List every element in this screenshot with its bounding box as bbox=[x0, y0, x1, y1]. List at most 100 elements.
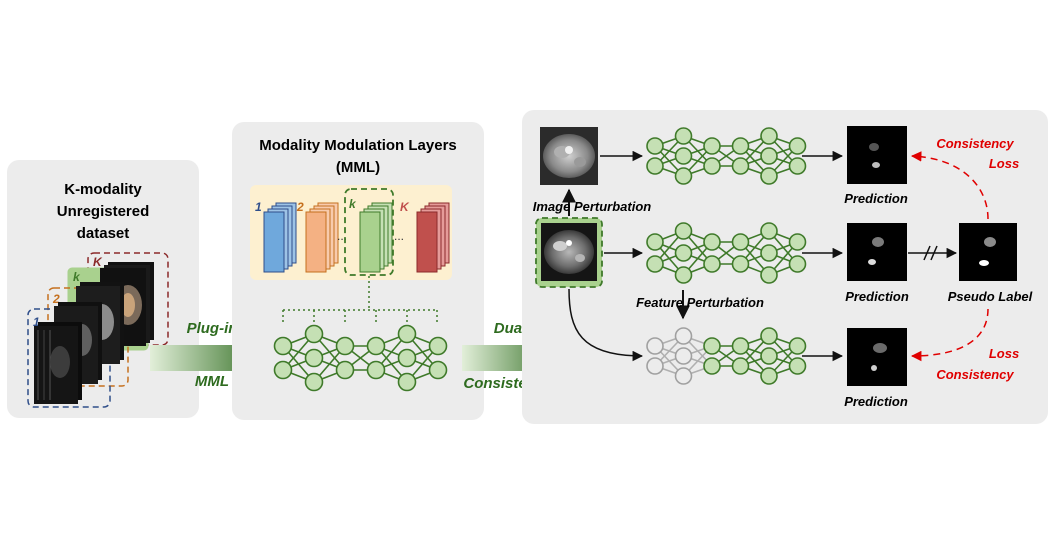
network-node bbox=[703, 233, 721, 251]
network-node bbox=[273, 360, 293, 380]
network-node bbox=[788, 337, 807, 355]
network-node bbox=[703, 255, 721, 273]
network-node bbox=[674, 347, 693, 365]
network-node bbox=[760, 347, 778, 365]
mml-block-K: K bbox=[400, 200, 450, 273]
mml-block-2-label: 2 bbox=[296, 200, 304, 214]
network-node bbox=[760, 244, 778, 262]
network-node bbox=[674, 367, 693, 385]
network-node bbox=[760, 367, 778, 385]
mml-block-1: 1 bbox=[255, 200, 297, 273]
network-node bbox=[731, 337, 750, 355]
network-node bbox=[703, 137, 721, 155]
network-node bbox=[674, 127, 693, 145]
network-node bbox=[335, 360, 355, 380]
network-node bbox=[366, 336, 386, 356]
mml-title-line2: (MML) bbox=[336, 159, 380, 176]
dataset-panel: K-modality Unregistered dataset K k 2 1 bbox=[7, 160, 199, 418]
network-node bbox=[674, 266, 693, 284]
network-node bbox=[703, 157, 721, 175]
mml-block-area bbox=[250, 185, 452, 280]
mml-block-k-label: k bbox=[349, 197, 357, 211]
network-node bbox=[646, 137, 664, 155]
network-node bbox=[760, 167, 778, 185]
network-node bbox=[788, 233, 807, 251]
stack-1-label: 1 bbox=[33, 315, 40, 329]
network-image-branch bbox=[646, 127, 807, 185]
network-node bbox=[304, 324, 324, 344]
stack-2-label: 2 bbox=[52, 292, 60, 306]
mml-block-k-selection bbox=[344, 188, 394, 276]
prediction-mid-label: Prediction bbox=[845, 289, 909, 304]
network-node bbox=[646, 337, 664, 355]
mml-block-k: k bbox=[344, 188, 394, 276]
network-node bbox=[674, 327, 693, 345]
consistency-loss-bot-line2: Consistency bbox=[936, 367, 1014, 382]
mml-block-1-label: 1 bbox=[255, 200, 262, 214]
network-node bbox=[760, 327, 778, 345]
mml-title-line1: Modality Modulation Layers bbox=[259, 137, 457, 154]
network-node bbox=[788, 357, 807, 375]
stack-k-label: k bbox=[73, 270, 81, 284]
network-main-branch bbox=[646, 222, 807, 284]
plugin-arrow-label-line1: Plug-in bbox=[187, 320, 238, 337]
network-node bbox=[366, 360, 386, 380]
mml-panel: Modality Modulation Layers (MML) 1 2 ... bbox=[232, 122, 484, 420]
network-node bbox=[788, 137, 807, 155]
dataset-title-line3: dataset bbox=[77, 225, 130, 242]
network-node bbox=[674, 147, 693, 165]
network-node bbox=[646, 233, 664, 251]
network-node bbox=[731, 137, 750, 155]
stack-K-label: K bbox=[93, 255, 103, 269]
network-node bbox=[304, 372, 324, 392]
network-node bbox=[335, 336, 355, 356]
network-node bbox=[273, 336, 293, 356]
network-node bbox=[397, 324, 417, 344]
network-node bbox=[674, 244, 693, 262]
network-node bbox=[788, 157, 807, 175]
network-node bbox=[646, 157, 664, 175]
network-node bbox=[703, 357, 721, 375]
input-image bbox=[535, 217, 603, 288]
network-node bbox=[674, 222, 693, 240]
mri-slice-stack bbox=[34, 262, 154, 404]
network-node bbox=[760, 222, 778, 240]
prediction-top-label: Prediction bbox=[844, 191, 908, 206]
prediction-bot-image bbox=[847, 328, 907, 386]
dual-consistency-panel: Image Perturbation Feature Perturbation … bbox=[522, 110, 1048, 424]
dataset-title-line1: K-modality bbox=[64, 181, 142, 198]
perturbed-image bbox=[540, 127, 598, 185]
mml-connector bbox=[282, 276, 438, 322]
network-node bbox=[731, 233, 750, 251]
image-perturbation-label: Image Perturbation bbox=[533, 199, 652, 214]
pseudo-label-image bbox=[959, 223, 1017, 281]
dataset-title-line2: Unregistered bbox=[57, 203, 150, 220]
prediction-top-image bbox=[847, 126, 907, 184]
consistency-loss-bot-line1: Loss bbox=[989, 346, 1019, 361]
plugin-arrow-label-line2: MML bbox=[195, 373, 229, 390]
mml-dots-1: ... bbox=[337, 229, 347, 243]
network-node bbox=[397, 372, 417, 392]
network-node bbox=[703, 337, 721, 355]
dual-arrow-label-line1: Dual bbox=[494, 320, 527, 337]
prediction-bot-label: Prediction bbox=[844, 394, 908, 409]
mml-block-2: 2 bbox=[296, 200, 339, 273]
prediction-mid-image bbox=[847, 223, 907, 281]
network-node bbox=[760, 147, 778, 165]
network-node bbox=[731, 157, 750, 175]
network-node bbox=[646, 255, 664, 273]
network-node bbox=[731, 255, 750, 273]
consistency-loss-top-line1: Consistency bbox=[936, 136, 1014, 151]
network-node bbox=[674, 167, 693, 185]
network-node bbox=[428, 336, 448, 356]
feature-perturbation-label: Feature Perturbation bbox=[636, 295, 764, 310]
pseudo-label-label: Pseudo Label bbox=[948, 289, 1033, 304]
network-node bbox=[788, 255, 807, 273]
mml-network bbox=[273, 324, 448, 392]
network-node bbox=[760, 127, 778, 145]
network-node bbox=[760, 266, 778, 284]
mml-block-K-label: K bbox=[400, 200, 410, 214]
network-node bbox=[646, 357, 664, 375]
network-node bbox=[731, 357, 750, 375]
